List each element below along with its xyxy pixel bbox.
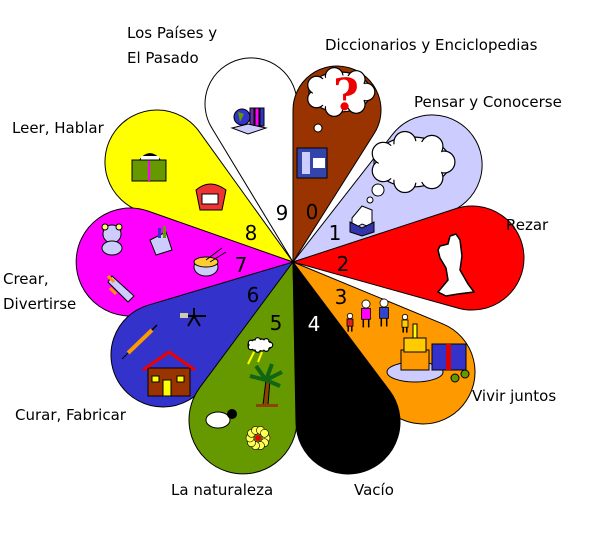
drum-icon bbox=[193, 247, 227, 277]
gift-icon bbox=[431, 343, 470, 383]
petal-digit-8: 8 bbox=[245, 221, 258, 245]
petal-0[interactable] bbox=[292, 65, 382, 264]
thought-cloud-question-icon: ? bbox=[307, 67, 376, 133]
petal-9[interactable] bbox=[204, 57, 298, 264]
family-icon bbox=[346, 298, 409, 333]
globe-books-icon bbox=[230, 107, 268, 135]
petal-4-label[interactable]: Vacío bbox=[354, 481, 394, 499]
petal-digit-4: 4 bbox=[308, 312, 321, 336]
petal-8[interactable] bbox=[104, 109, 295, 263]
sheep-icon bbox=[205, 409, 237, 429]
thought-cloud-icon bbox=[366, 130, 456, 204]
petal-5-label[interactable]: La naturaleza bbox=[171, 481, 274, 499]
syringe-icon bbox=[121, 324, 158, 360]
paint-icon bbox=[149, 226, 173, 256]
petal-digit-1: 1 bbox=[329, 221, 342, 245]
petal-digit-6: 6 bbox=[247, 283, 260, 307]
petal-7-label[interactable]: Crear,Divertirse bbox=[3, 270, 77, 313]
petal-digit-3: 3 bbox=[335, 285, 348, 309]
open-book-icon bbox=[349, 205, 375, 237]
desk-study-icon bbox=[296, 147, 328, 179]
pliers-icon bbox=[180, 308, 206, 327]
svg-text:?: ? bbox=[333, 70, 359, 121]
petal-6-label[interactable]: Curar, Fabricar bbox=[15, 406, 126, 424]
flower-icon bbox=[245, 426, 271, 450]
reading-girl-icon bbox=[131, 153, 167, 182]
petal-3-label[interactable]: Vivir juntos bbox=[472, 387, 557, 405]
petal-7[interactable] bbox=[75, 207, 295, 317]
weather-cloud-icon bbox=[247, 337, 274, 365]
petal-digit-2: 2 bbox=[337, 252, 350, 276]
teddy-bear-icon bbox=[101, 223, 123, 256]
petal-0-label[interactable]: Diccionarios y Enciclopedias bbox=[325, 36, 538, 54]
petal-digit-5: 5 bbox=[270, 311, 283, 335]
petal-1-label[interactable]: Pensar y Conocerse bbox=[414, 93, 562, 111]
petal-8-label[interactable]: Leer, Hablar bbox=[12, 119, 104, 137]
birthday-cake-icon bbox=[386, 323, 444, 383]
praying-person-icon bbox=[436, 233, 476, 297]
petal-digit-0: 0 bbox=[306, 200, 319, 224]
palm-tree-icon bbox=[249, 363, 283, 407]
petal-4[interactable] bbox=[292, 260, 401, 475]
telephone-icon bbox=[195, 183, 227, 211]
house-icon bbox=[142, 350, 196, 397]
petal-digit-9: 9 bbox=[276, 201, 289, 225]
petal-digit-7: 7 bbox=[235, 253, 248, 277]
rocket-icon bbox=[106, 274, 135, 303]
petal-2-label[interactable]: Rezar bbox=[506, 216, 549, 234]
